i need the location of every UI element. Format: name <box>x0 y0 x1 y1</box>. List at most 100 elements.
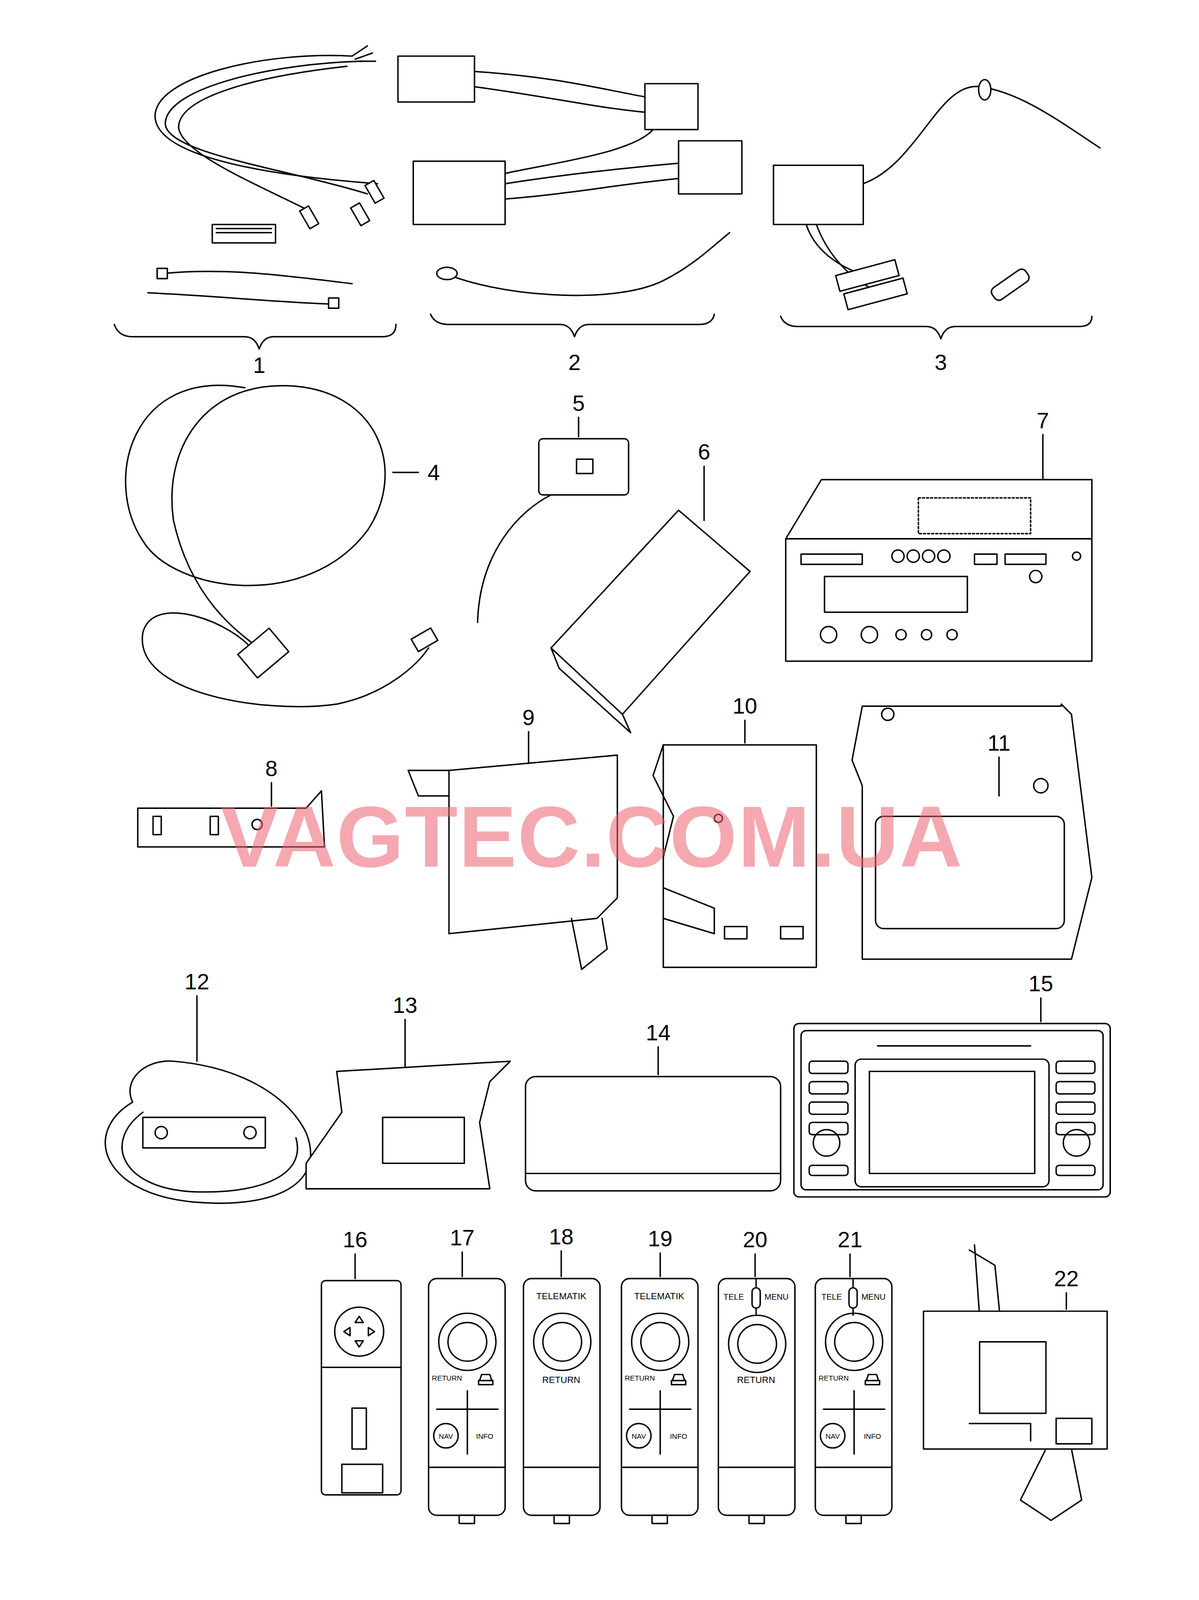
navigation-display-unit <box>869 1071 1035 1174</box>
button-label: MENU <box>764 1293 789 1302</box>
navigation-display-unit <box>855 1059 1050 1187</box>
navigation-display-unit <box>1056 1122 1096 1135</box>
button-label: INFO <box>476 1432 494 1440</box>
button-label: TELEMATIK <box>536 1291 587 1302</box>
callout-number: 10 <box>732 695 758 718</box>
callout-number: 6 <box>697 440 711 464</box>
navigation-display-unit <box>1056 1082 1096 1095</box>
adapter-harness <box>398 56 475 103</box>
mounting-bracket <box>1033 778 1049 794</box>
callout-number: 16 <box>342 1228 368 1251</box>
antenna-cable <box>125 385 439 708</box>
control-panel <box>438 1313 497 1371</box>
radio-unit <box>1029 570 1042 583</box>
callout-number: 3 <box>934 351 948 374</box>
radio-unit <box>824 576 968 613</box>
control-module <box>1056 1418 1092 1445</box>
button-label: TELEMATIK <box>633 1291 684 1302</box>
control-panel <box>728 1315 787 1373</box>
navigation-display-unit <box>1040 998 1042 1022</box>
cable-kit <box>165 61 368 194</box>
callout-number: 21 <box>837 1228 863 1251</box>
control-panel <box>523 1251 601 1524</box>
navigation-display-unit <box>877 1045 1031 1047</box>
module-housing <box>657 1047 659 1075</box>
callout-number: 18 <box>548 1225 574 1249</box>
callout-number: 13 <box>392 994 418 1017</box>
cable-kit <box>351 45 376 62</box>
callout-number: 1 <box>253 354 266 377</box>
interface-box <box>477 494 552 623</box>
interface-box <box>578 417 580 437</box>
watermark: VAGTEC.COM.UA <box>220 793 964 881</box>
radio-unit <box>1005 554 1046 565</box>
holder-frame <box>744 720 746 744</box>
button-label: NAV <box>825 1432 840 1440</box>
cable-kit <box>212 224 276 244</box>
radio-unit <box>937 550 950 563</box>
mounting-bracket <box>528 731 530 764</box>
radio-unit <box>907 550 920 563</box>
radio-unit <box>1042 434 1044 480</box>
cable-kit <box>350 203 371 226</box>
callout-number: 8 <box>265 757 278 780</box>
button-label: NAV <box>438 1432 454 1440</box>
cable-kit <box>163 271 352 284</box>
adapter-harness <box>436 267 457 280</box>
rca-adapter <box>806 224 868 276</box>
callout-number: 12 <box>184 970 210 993</box>
radio-unit <box>891 550 904 563</box>
control-unit <box>703 466 705 521</box>
navigation-display-unit <box>1056 1102 1096 1115</box>
holder-bracket <box>382 1117 465 1164</box>
callout-number: 5 <box>572 392 585 415</box>
antenna-cable <box>237 628 289 679</box>
holder-frame <box>663 888 715 934</box>
sensor <box>154 1126 168 1139</box>
holder-frame <box>780 926 804 939</box>
control-panel <box>461 1252 464 1277</box>
control-panel <box>560 1251 563 1277</box>
joystick-switch <box>341 1464 383 1494</box>
control-panel <box>631 1313 689 1371</box>
cable-kit <box>114 45 396 349</box>
callout-number: 20 <box>742 1228 768 1251</box>
sensor <box>105 996 311 1204</box>
joystick-switch <box>321 1254 401 1496</box>
control-unit <box>551 648 631 734</box>
holder-frame <box>724 926 748 939</box>
cable-kit <box>156 268 168 279</box>
mounting-bracket <box>998 757 1000 797</box>
callout-number: 2 <box>568 351 581 374</box>
joystick-switch <box>351 1408 367 1450</box>
control-panel <box>815 1278 892 1524</box>
cable-kit <box>147 293 332 305</box>
cable-kit <box>364 180 385 204</box>
button-label: RETURN <box>818 1374 850 1382</box>
radio-unit <box>918 498 1031 534</box>
antenna-cable <box>142 613 429 708</box>
radio-unit <box>946 629 957 640</box>
navigation-display-unit <box>809 1165 849 1176</box>
navigation-display-unit <box>1056 1061 1096 1074</box>
button-label: TELE <box>723 1293 745 1302</box>
sensor <box>122 1112 298 1193</box>
button-label: INFO <box>670 1432 688 1440</box>
callout-number: 17 <box>450 1226 475 1250</box>
joystick-switch <box>343 1316 375 1348</box>
control-panel <box>433 1374 499 1455</box>
radio-unit <box>895 629 906 640</box>
rca-adapter <box>978 79 991 100</box>
mounting-bracket <box>571 918 607 970</box>
joystick-switch <box>321 1280 401 1496</box>
navigation-display-unit <box>1056 1165 1096 1176</box>
adapter-harness <box>438 232 730 296</box>
button-label: RETURN <box>736 1375 775 1385</box>
joystick-switch <box>321 1366 401 1369</box>
control-module <box>969 1245 1001 1317</box>
control-panel <box>751 1278 761 1316</box>
sensor <box>196 996 198 1062</box>
adapter-harness <box>430 314 715 337</box>
callout-number: 14 <box>645 1021 671 1045</box>
rca-adapter <box>863 86 1101 184</box>
